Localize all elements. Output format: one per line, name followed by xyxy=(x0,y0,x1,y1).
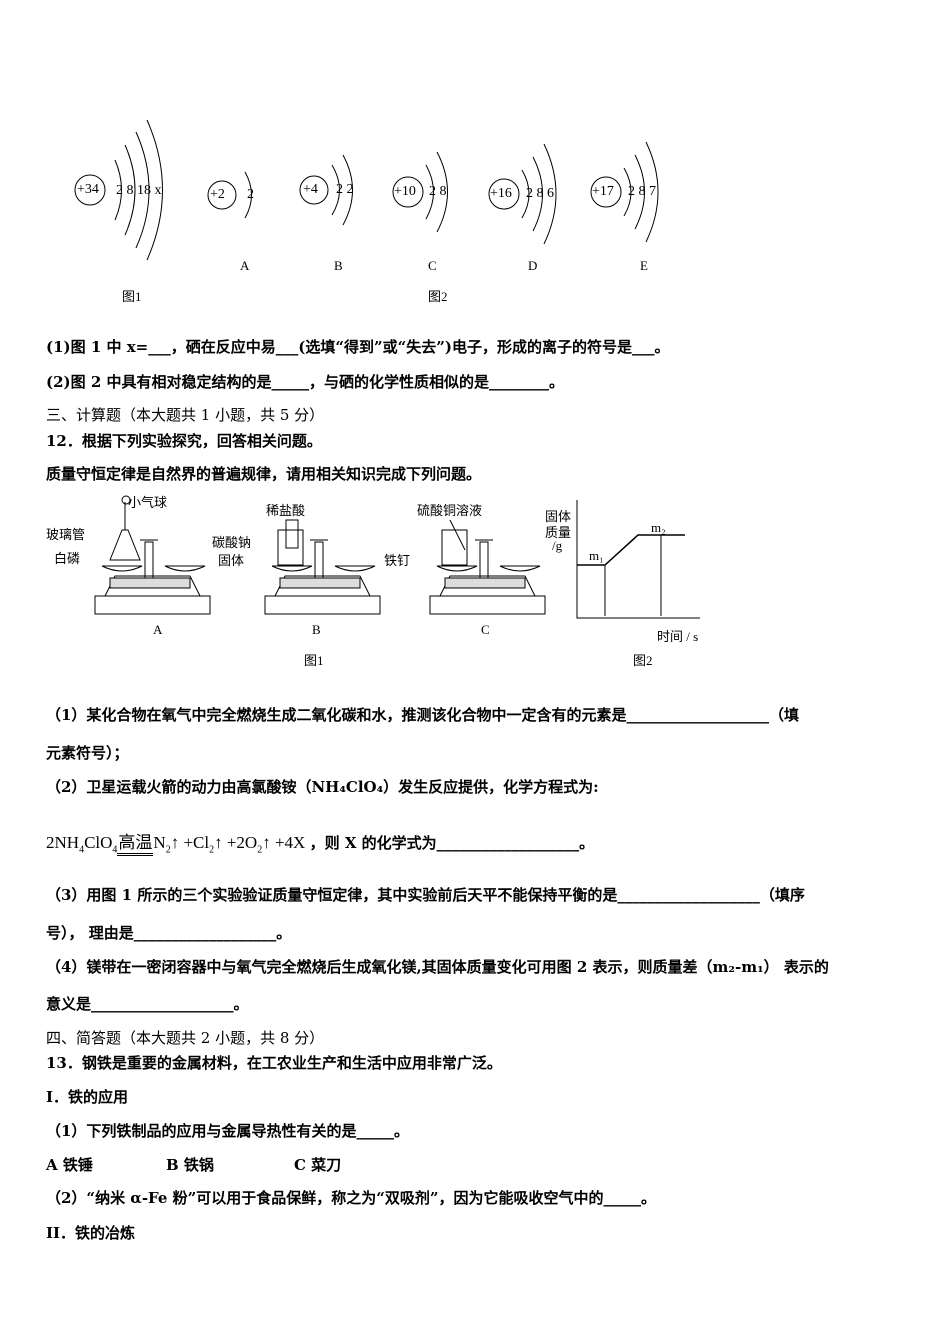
e-nucleus-circle xyxy=(590,176,622,208)
a-nucleus: +2 xyxy=(210,187,225,202)
label-glass-tube: 玻璃管 xyxy=(46,527,86,542)
balance-experiments-figure: 小气球 玻璃管 白磷 稀盐酸 碳酸钠 固体 硫酸铜溶液 铁钉 A B C 图1 … xyxy=(40,490,740,670)
fig1-caption-q12: 图1 xyxy=(304,653,324,668)
balance-c-base xyxy=(429,595,546,615)
c-nucleus: +10 xyxy=(394,184,416,199)
e-shells: 2 8 7 xyxy=(628,184,656,199)
atom-letter-a: A xyxy=(240,258,250,273)
d-nucleus-circle xyxy=(488,178,520,210)
atom-letter-b: B xyxy=(334,258,343,273)
a-shells: 2 xyxy=(247,187,254,202)
se-shells: 2 8 18 x xyxy=(116,183,162,198)
equation-formula: 2NH4ClO4高温N2↑ +Cl2↑ +2O2↑ +4X xyxy=(46,833,305,856)
q12-sub3-line1: （3）用图 1 所示的三个实验验证质量守恒定律，其中实验前后天平不能保持平衡的是… xyxy=(46,886,805,904)
label-balloon: 小气球 xyxy=(128,495,168,510)
q12-sub1-line1: （1）某化合物在氧气中完全燃烧生成二氧化碳和水，推测该化合物中一定含有的元素是_… xyxy=(46,706,799,724)
label-iron-nail: 铁钉 xyxy=(384,553,411,568)
q13-title: 13．钢铁是重要的金属材料，在工农业生产和生活中应用非常广泛。 xyxy=(46,1054,502,1072)
balance-label-a: A xyxy=(153,622,163,637)
q13-sub2: （2）“纳米 α-Fe 粉”可以用于食品保鲜，称之为“双吸剂”，因为它能吸收空气… xyxy=(46,1189,657,1207)
chemical-equation: 2NH4ClO4高温N2↑ +Cl2↑ +2O2↑ +4X ，则 X 的化学式为… xyxy=(46,828,594,856)
e-nucleus: +17 xyxy=(592,184,614,199)
se-nucleus-circle xyxy=(74,174,106,206)
label-cuso4: 硫酸铜溶液 xyxy=(417,503,483,518)
balance-label-b: B xyxy=(312,622,321,637)
balance-label-c: C xyxy=(481,622,490,637)
balance-a-base xyxy=(94,595,211,615)
fig2-caption: 图2 xyxy=(428,289,448,304)
label-white-phosphorus: 白磷 xyxy=(54,551,81,566)
q12-sub1-line2: 元素符号）； xyxy=(46,744,129,762)
q11-part2: (2)图 2 中具有相对稳定结构的是_____，与硒的化学性质相似的是_____… xyxy=(46,373,565,391)
label-solid: 固体 xyxy=(218,553,245,568)
graph-m2: m₂ xyxy=(651,520,666,535)
label-hydrochloric-acid: 稀盐酸 xyxy=(266,503,306,518)
equation-condition: 高温 xyxy=(117,828,154,856)
graph-m1: m₁ xyxy=(589,548,604,563)
a-nucleus-circle xyxy=(207,180,237,210)
label-na2co3: 碳酸钠 xyxy=(212,535,252,550)
graph-axes xyxy=(576,500,700,619)
balance-b-base xyxy=(264,595,381,615)
fig2-caption-q12: 图2 xyxy=(633,653,653,668)
q13-heading-1: I．铁的应用 xyxy=(46,1088,129,1106)
atom-letter-d: D xyxy=(528,258,538,273)
b-nucleus: +4 xyxy=(303,182,318,197)
c-shells: 2 8 xyxy=(429,184,447,199)
q12-sub2: （2）卫星运载火箭的动力由高氯酸铵（NH₄ClO₄）发生反应提供，化学方程式为: xyxy=(46,778,599,796)
equation-question: ，则 X 的化学式为___________________。 xyxy=(309,834,595,852)
c-nucleus-circle xyxy=(392,176,424,208)
graph-ylabel-3: /g xyxy=(552,538,563,553)
atom-diagrams-svg xyxy=(74,119,659,261)
q12-intro: 质量守恒定律是自然界的普遍规律，请用相关知识完成下列问题。 xyxy=(46,465,482,483)
fig1-caption: 图1 xyxy=(122,289,142,304)
graph-xlabel: 时间 / s xyxy=(657,629,699,644)
atom-letter-c: C xyxy=(428,258,437,273)
q13-option-a: A 铁锤 xyxy=(46,1156,93,1174)
atomic-structure-figure: +34 2 8 18 x +2 2 +4 2 2 +10 2 8 +16 2 8… xyxy=(60,110,700,310)
balances-svg xyxy=(94,495,700,619)
q12-sub4-line2: 意义是___________________。 xyxy=(46,995,249,1013)
q13-heading-2: II．铁的冶炼 xyxy=(46,1224,136,1242)
d-nucleus: +16 xyxy=(490,186,512,201)
q12-sub4-line1: （4）镁带在一密闭容器中与氧气完全燃烧后生成氧化镁,其固体质量变化可用图 2 表… xyxy=(46,958,829,976)
b-shells: 2 2 xyxy=(336,182,354,197)
q12-title: 12．根据下列实验探究，回答相关问题。 xyxy=(46,432,322,450)
graph-ylabel-1: 固体 xyxy=(545,509,572,524)
section4-heading: 四、简答题（本大题共 2 小题，共 8 分） xyxy=(46,1029,325,1047)
se-nucleus: +34 xyxy=(77,182,99,197)
atom-letter-e: E xyxy=(640,258,648,273)
q12-sub3-line2: 号）， 理由是___________________。 xyxy=(46,924,292,942)
graph-ylabel-2: 质量 xyxy=(545,525,572,540)
b-nucleus-circle xyxy=(299,175,329,205)
q13-option-c: C 菜刀 xyxy=(294,1156,342,1174)
q13-sub1: （1）下列铁制品的应用与金属导热性有关的是_____。 xyxy=(46,1122,409,1140)
section3-heading: 三、计算题（本大题共 1 小题，共 5 分） xyxy=(46,406,325,424)
d-shells: 2 8 6 xyxy=(526,186,554,201)
q11-part1: (1)图 1 中 x=___，硒在反应中易___(选填“得到”或“失去”)电子，… xyxy=(46,338,670,356)
q13-option-b: B 铁锅 xyxy=(166,1156,214,1174)
